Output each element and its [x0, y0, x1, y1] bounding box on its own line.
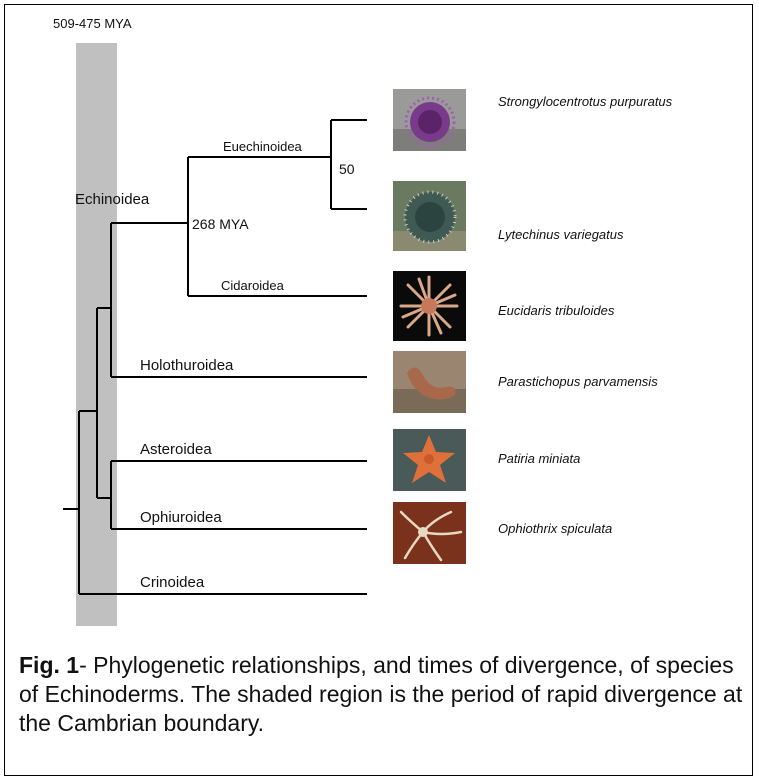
purple-sea-urchin-photo	[393, 89, 466, 151]
clade-label-echinoidea: Echinoidea	[75, 191, 150, 208]
green-sea-urchin-photo	[393, 181, 466, 251]
species-name: Lytechinus variegatus	[498, 227, 624, 242]
period-label: 509-475 MYA	[53, 16, 132, 31]
species-name: Strongylocentrotus purpuratus	[498, 94, 673, 109]
species-name: Eucidaris tribuloides	[498, 303, 615, 318]
species-name: Ophiothrix spiculata	[498, 521, 612, 536]
clade-label-holothuroidea: Holothuroidea	[140, 357, 234, 374]
sea-cucumber-photo	[393, 351, 466, 413]
pencil-urchin-photo	[393, 271, 466, 341]
clade-label-cidaroidea: Cidaroidea	[221, 278, 285, 293]
clade-label-asteroidea: Asteroidea	[140, 441, 212, 458]
brittle-star-photo	[393, 502, 466, 564]
caption-label: Fig. 1	[19, 652, 79, 678]
figure-frame: 509-475 MYA	[4, 4, 753, 776]
node-age-euechinoidea: 50	[339, 161, 355, 177]
node-age-echinoidea: 268 MYA	[192, 216, 249, 232]
figure-caption: Fig. 1- Phylogenetic relationships, and …	[19, 651, 749, 738]
clade-label-euechinoidea: Euechinoidea	[223, 139, 303, 154]
species-name: Parastichopus parvamensis	[498, 374, 658, 389]
clade-label-crinoidea: Crinoidea	[140, 574, 205, 591]
phylogenetic-tree: 509-475 MYA	[5, 5, 754, 645]
species-name: Patiria miniata	[498, 451, 580, 466]
sea-star-photo	[393, 429, 466, 491]
caption-text: - Phylogenetic relationships, and times …	[19, 652, 742, 736]
clade-label-ophiuroidea: Ophiuroidea	[140, 509, 222, 526]
